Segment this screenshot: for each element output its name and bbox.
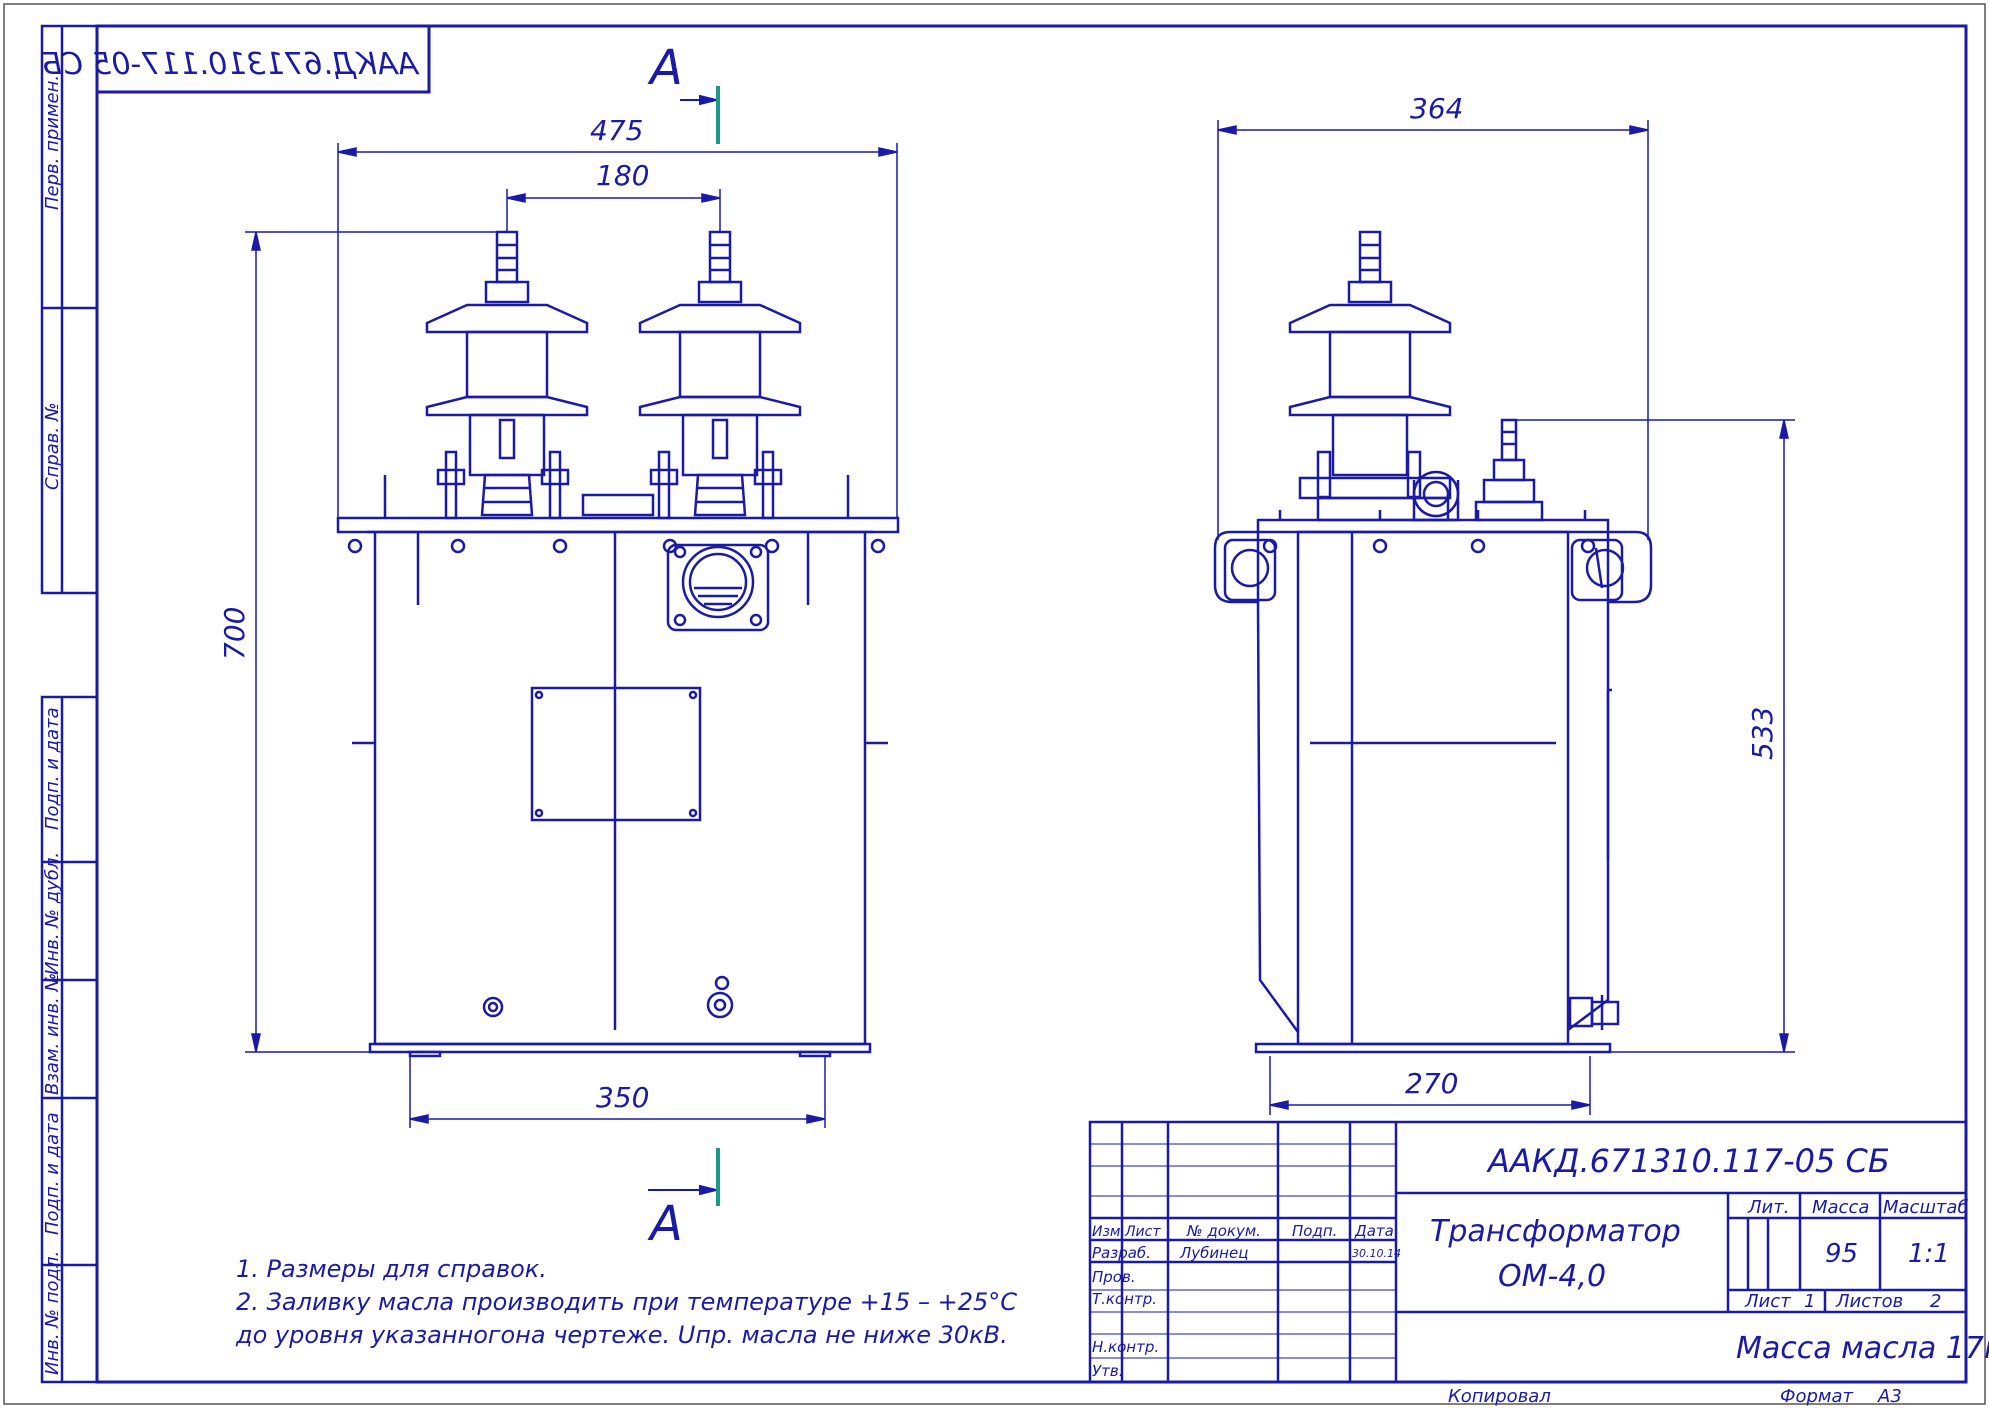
side-label-inv-dubl: Инв. № дубл.: [42, 852, 63, 975]
dim-180: 180: [596, 159, 649, 192]
side-label-podp-1: Подп. и дата: [42, 707, 63, 830]
code-mirrored: ААКД.671310.117-05 СБ: [41, 47, 420, 82]
copied-label: Копировал: [1448, 1386, 1551, 1407]
dim-475: 475: [590, 114, 643, 147]
oil-mass: Масса масла 17кг: [1736, 1331, 1989, 1366]
side-label-vzam: Взам. инв. №: [42, 973, 63, 1095]
side-label-sprav: Справ. №: [42, 402, 63, 490]
scale-label: Масштаб: [1883, 1197, 1969, 1218]
col-list: Лист: [1124, 1224, 1161, 1240]
section-label-bottom: А: [647, 1196, 683, 1252]
dim-700: 700: [218, 607, 251, 660]
sheet-value: 1: [1804, 1291, 1815, 1312]
sheets-label: Листов: [1835, 1291, 1903, 1312]
note-line-3: до уровня указанногона чертеже. Uпр. мас…: [235, 1321, 1008, 1349]
razrab-date: 30.10.14: [1352, 1247, 1401, 1260]
dim-350: 350: [596, 1081, 649, 1114]
col-data: Дата: [1354, 1222, 1394, 1240]
stamp-code: ААКД.671310.117-05 СБ: [1486, 1142, 1890, 1180]
sheet-label: Лист: [1744, 1291, 1791, 1312]
front-dimensions: [245, 143, 898, 1128]
dim-364: 364: [1410, 92, 1463, 125]
lit-label: Лит.: [1747, 1197, 1789, 1218]
side-dimensions: [1217, 120, 1795, 1115]
stamp-title-1: Трансформатор: [1430, 1214, 1681, 1249]
format-label: Формат: [1780, 1386, 1854, 1407]
col-dokum: № докум.: [1186, 1222, 1261, 1240]
sheets-value: 2: [1930, 1291, 1941, 1312]
scale-value: 1:1: [1908, 1239, 1950, 1269]
row-razrab: Разраб.: [1092, 1244, 1151, 1262]
razrab-name: Лубинец: [1179, 1244, 1248, 1262]
row-tkontr: Т.контр.: [1092, 1290, 1157, 1308]
note-line-1: 1. Размеры для справок.: [236, 1255, 547, 1283]
code-box-top: [95, 24, 431, 94]
mass-value: 95: [1825, 1239, 1858, 1269]
format-value: А3: [1877, 1386, 1902, 1407]
stamp-title-2: ОМ-4,0: [1498, 1259, 1606, 1294]
mass-label: Масса: [1812, 1197, 1869, 1218]
section-marks: [648, 94, 717, 1196]
section-label-top: А: [647, 40, 683, 96]
side-label-podp-2: Подп. и дата: [42, 1112, 63, 1235]
title-block-thin: [1090, 1143, 1396, 1359]
side-label-inv-podl: Инв. № подл.: [42, 1251, 63, 1375]
dim-533: 533: [1746, 707, 1779, 760]
title-block: [1088, 1120, 1968, 1384]
dim-270: 270: [1405, 1067, 1458, 1100]
row-utv: Утв.: [1092, 1362, 1124, 1380]
row-nkontr: Н.контр.: [1092, 1338, 1159, 1356]
side-view: [1213, 230, 1653, 1054]
col-podp: Подп.: [1292, 1222, 1337, 1240]
row-prov: Пров.: [1092, 1268, 1136, 1286]
col-izm: Изм.: [1092, 1224, 1125, 1240]
side-strip: [40, 24, 99, 1384]
front-view: [336, 230, 900, 1058]
outer-frame: [3, 3, 1986, 1405]
note-line-2: 2. Заливку масла производить при темпера…: [236, 1288, 1017, 1316]
side-label-perv: Перв. примен.: [42, 75, 63, 210]
